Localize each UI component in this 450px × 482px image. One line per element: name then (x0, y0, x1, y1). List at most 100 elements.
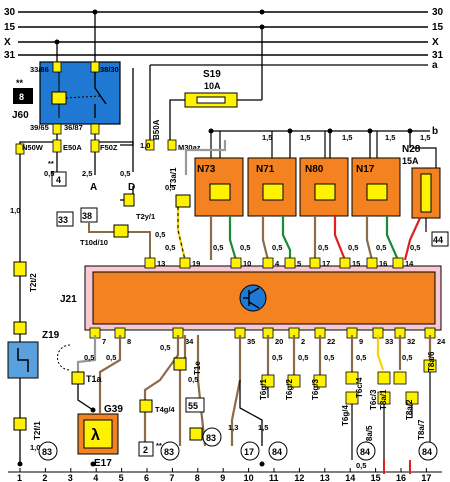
ecu-top-pin-label: 13 (157, 259, 165, 268)
grid-number: 14 (345, 473, 355, 482)
svg-text:0,5: 0,5 (376, 243, 386, 252)
ecu-top-pin-label: 10 (243, 259, 251, 268)
grid-number: 15 (371, 473, 381, 482)
label-D: D (128, 182, 135, 193)
svg-text:0,5: 0,5 (106, 353, 116, 362)
svg-text:1,0: 1,0 (30, 443, 40, 452)
grid-number: 10 (244, 473, 254, 482)
ecu-top-pin (392, 257, 404, 269)
ecu-bottom-pin-label: 8 (127, 337, 131, 346)
rail-label-30: 30 (432, 7, 444, 18)
svg-text:1,0: 1,0 (10, 206, 20, 215)
ecu-top-pin (230, 257, 242, 269)
label-t8a5: T8a/5 (365, 425, 374, 446)
ref-84b: 84 (360, 447, 370, 457)
relay-pin-plugs (52, 61, 100, 135)
rail-label-15: 15 (432, 22, 444, 33)
component-e17-label: E17 (94, 458, 112, 469)
ecu-top-pin (262, 257, 274, 269)
box-38-text: 38 (82, 211, 92, 221)
svg-text:1,5: 1,5 (385, 133, 395, 142)
label-t8a1: T8a/1 (379, 389, 388, 410)
grid-number: 3 (68, 473, 73, 482)
grid-number: 2 (42, 473, 47, 482)
ecu-top-pin-label: 4 (275, 259, 280, 268)
ecu-top-pin-label: 16 (379, 259, 387, 268)
plug-t4g4 (139, 399, 153, 413)
ecu-top-pin-label: 17 (322, 259, 330, 268)
ecu-top-pin-label: 15 (352, 259, 360, 268)
rail-label-15-left: 15 (4, 22, 16, 33)
injector-feeds (219, 131, 378, 158)
injector-coils (209, 183, 388, 201)
ecu-bottom-pin-label: 34 (185, 337, 194, 346)
transistor-icon (239, 284, 267, 312)
ref-83c: 83 (206, 433, 216, 443)
svg-text:0,5: 0,5 (120, 169, 130, 178)
label-t6c3: T6c/3 (369, 389, 378, 410)
relay-badge-box (13, 88, 33, 104)
plug-t2f1 (13, 417, 27, 431)
label-t8a2: T8a/2 (405, 399, 414, 420)
box-4 (51, 171, 67, 187)
grid-number: 1 (17, 473, 22, 482)
box-55 (185, 397, 205, 413)
ecu-top-pin (144, 257, 156, 269)
svg-text:0,5: 0,5 (165, 243, 175, 252)
svg-text:0,5: 0,5 (410, 243, 420, 252)
relay-output-wires (19, 134, 134, 262)
relay-star2: ** (48, 159, 54, 168)
svg-text:0,5: 0,5 (84, 353, 94, 362)
fuse-n28-name: N28 (402, 144, 421, 155)
svg-text:1,5: 1,5 (258, 423, 268, 432)
ecu-top-pin (309, 257, 321, 269)
rail-label-x-left: X (4, 37, 11, 48)
box-44 (431, 231, 449, 247)
grid-number: 7 (169, 473, 174, 482)
label-t8a6: T8a/6 (427, 351, 436, 372)
relay-badge: 8 (19, 92, 24, 102)
relay-pin-3830: 38/30 (100, 65, 119, 74)
injector-row (194, 157, 401, 217)
plug-t10d10 (113, 224, 129, 238)
label-A: A (90, 182, 97, 193)
right-cluster-drops (351, 372, 431, 460)
ecu-top-pin (284, 257, 296, 269)
label-t6g2: T6g/2 (285, 379, 294, 400)
svg-text:0,5: 0,5 (356, 353, 366, 362)
rail-feeds (56, 12, 411, 158)
plug-t1a (71, 371, 85, 385)
ecu-bottom-pin-label: 24 (437, 337, 446, 346)
svg-text:1,5: 1,5 (300, 133, 310, 142)
box-33 (56, 211, 74, 227)
svg-text:0,5: 0,5 (188, 375, 198, 384)
relay-name: J60 (12, 110, 29, 121)
plug-t2f2 (189, 427, 203, 441)
grid-number: 11 (269, 473, 279, 482)
svg-text:0,5: 0,5 (348, 243, 358, 252)
rail-label-a: a (432, 60, 438, 71)
grid-number: 9 (220, 473, 225, 482)
ref-83a: 83 (42, 447, 52, 457)
grid-number: 6 (144, 473, 149, 482)
svg-text:1,3: 1,3 (228, 423, 238, 432)
box-33-text: 33 (58, 215, 68, 225)
grid-number: 8 (195, 473, 200, 482)
label-t6g4: T6g/4 (341, 405, 350, 426)
grid-number: 4 (93, 473, 98, 482)
plug-t2y1 (123, 193, 135, 207)
svg-text:0,5: 0,5 (272, 243, 282, 252)
ref-84c: 84 (422, 447, 432, 457)
label-t2t2: T2t/2 (29, 273, 38, 292)
box-4-text: 4 (56, 175, 61, 185)
injector-n71-label: N71 (256, 164, 275, 175)
svg-text:2,5: 2,5 (82, 169, 92, 178)
label-n50w: N50W (22, 143, 44, 152)
component-z19[interactable] (7, 341, 39, 379)
label-t6c4: T6c/4 (355, 377, 364, 398)
svg-text:1,5: 1,5 (420, 133, 430, 142)
rail-label-31: 31 (432, 50, 444, 61)
ecu-bottom-pin-label: 9 (359, 337, 363, 346)
rail-label-b: b (432, 126, 438, 137)
